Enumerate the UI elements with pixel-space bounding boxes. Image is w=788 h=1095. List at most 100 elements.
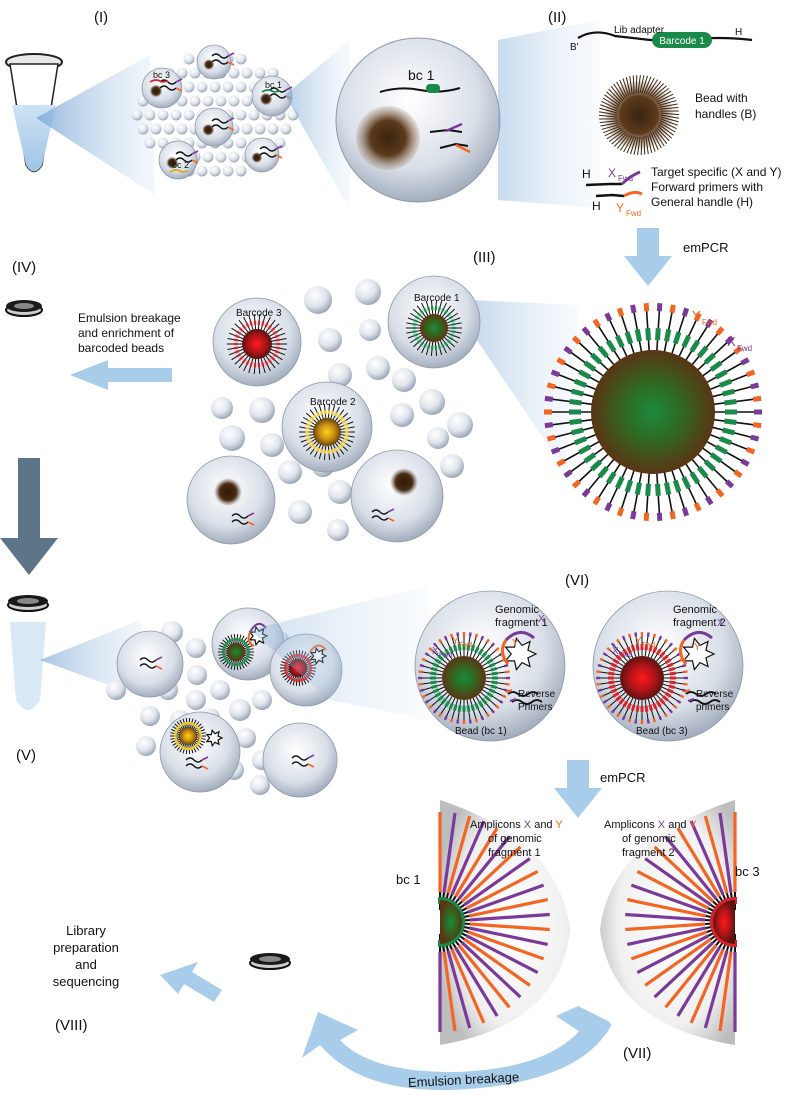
- primer-end: [683, 682, 688, 686]
- barcode-segment: [310, 416, 315, 421]
- barcode-segment: [341, 419, 347, 424]
- droplet-large: [194, 107, 234, 147]
- forward-primers: H X Fwd H Y Fwd: [582, 166, 643, 218]
- p7-bc1: bc 1: [396, 872, 421, 887]
- primer-x: [307, 754, 315, 759]
- rev2-line2: primers: [696, 702, 729, 713]
- barcode-segment: [261, 362, 265, 367]
- primer-y: [387, 517, 395, 522]
- droplet: [250, 775, 270, 795]
- barcode-segment: [274, 349, 280, 354]
- handle: [622, 78, 630, 96]
- handle: [650, 133, 659, 151]
- x-fwd-end: [656, 512, 663, 521]
- primer-end: [596, 682, 601, 686]
- p8-line3: and: [75, 957, 97, 972]
- handle: [647, 79, 659, 96]
- amplicon-x: [467, 883, 545, 914]
- barcode-segment: [719, 436, 733, 446]
- barcode-segment: [714, 444, 728, 455]
- primer-x: [175, 78, 183, 83]
- primer-end: [658, 715, 663, 721]
- bead-small: [259, 92, 273, 106]
- handle: [643, 136, 646, 155]
- droplet: [176, 67, 188, 79]
- barcode-segment: [245, 322, 250, 328]
- amplicon-x: [636, 934, 710, 975]
- amplicon-y: [450, 948, 486, 1024]
- barcode-segment: [288, 676, 292, 680]
- barcode-segment: [437, 345, 442, 350]
- down-arrow-dark: [0, 458, 58, 575]
- droplet: [189, 67, 201, 79]
- amplicon-x: [644, 857, 712, 907]
- x-fwd-end: [724, 335, 735, 345]
- y-fwd-end: [556, 357, 566, 366]
- droplet: [235, 137, 247, 149]
- barcode-segment: [243, 641, 248, 646]
- barcode-segment: [226, 660, 230, 664]
- primer-end: [474, 717, 479, 723]
- primer-y: [175, 87, 183, 92]
- barcode-segment: [615, 654, 622, 661]
- handle: [660, 118, 678, 126]
- amplicon-x: [463, 857, 531, 907]
- droplet: [157, 109, 169, 121]
- barcode-segment: [696, 465, 709, 479]
- amplicon-y: [446, 815, 472, 894]
- p6-y1: Y: [452, 636, 459, 647]
- barcode-segment: [441, 343, 445, 349]
- droplet: [288, 500, 312, 524]
- barcode-segment: [178, 744, 182, 748]
- amplicon-x: [457, 835, 511, 900]
- barcode-segment: [652, 702, 658, 710]
- droplet: [186, 638, 206, 658]
- droplet: [196, 81, 208, 93]
- barcode3-label: Barcode 3: [236, 308, 282, 319]
- primer: [231, 519, 249, 525]
- barcode-segment: [630, 704, 636, 712]
- barcode-segment: [319, 449, 324, 454]
- barcode-segment: [423, 307, 427, 313]
- barcode-segment: [423, 343, 427, 349]
- barcode-segment: [597, 345, 610, 359]
- droplet: [187, 665, 207, 685]
- amplicon-x: [626, 926, 706, 946]
- primer-h2: H: [592, 199, 601, 213]
- empcr-arrow-2: emPCR: [554, 760, 646, 818]
- barcode-segment: [724, 398, 737, 406]
- barcode-segment: [703, 459, 716, 472]
- rev1-line2: Primers: [518, 702, 552, 713]
- barcode-segment: [430, 684, 438, 690]
- barcode-segment: [590, 459, 603, 472]
- primer-end: [428, 704, 434, 710]
- barcode-segment: [610, 688, 618, 694]
- barcode-segment: [666, 688, 674, 694]
- bc2-strand: [169, 169, 189, 173]
- barcode-segment: [672, 331, 682, 345]
- amplicon-x: [450, 820, 486, 896]
- barcode-segment: [662, 695, 669, 702]
- barcode-segment: [664, 482, 672, 495]
- barcode-segment: [339, 416, 344, 421]
- handle: [645, 135, 649, 154]
- primer-end: [606, 646, 612, 652]
- stage-label-6: (VI): [565, 572, 589, 589]
- reverse-primer: [511, 699, 543, 705]
- amplicon-y: [636, 869, 710, 910]
- p7-bc3: bc 3: [735, 864, 760, 879]
- amp1-line3: fragment 1: [488, 847, 541, 859]
- primer-end: [438, 638, 443, 644]
- genomic-fragment: [205, 728, 224, 748]
- droplet: [241, 123, 253, 135]
- handle: [660, 116, 679, 123]
- barcode-segment: [231, 638, 234, 642]
- handle: [608, 130, 625, 143]
- droplet: [274, 137, 286, 149]
- reverse-primer: [685, 691, 717, 697]
- barcode-segment: [618, 651, 625, 658]
- barcode-segment: [245, 643, 249, 647]
- primer-end: [616, 638, 621, 644]
- y-fwd-end: [752, 422, 762, 429]
- droplet: [209, 165, 221, 177]
